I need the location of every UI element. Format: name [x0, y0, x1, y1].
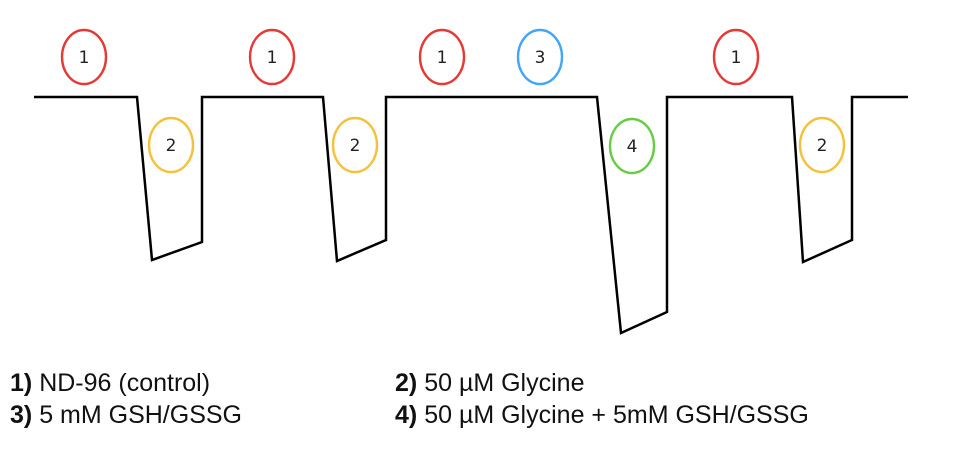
marker-label: 1 [437, 48, 448, 68]
legend-item-1: 1) ND-96 (control) [10, 368, 210, 398]
marker-label: 2 [350, 136, 361, 156]
legend-item-4: 4) 50 µM Glycine + 5mM GSH/GSSG [395, 400, 809, 430]
legend-key: 4) [395, 401, 418, 429]
legend-text: 50 µM Glycine + 5mM GSH/GSSG [424, 401, 809, 429]
marker-4: 4 [608, 117, 656, 175]
legend-text: 50 µM Glycine [424, 369, 585, 397]
marker-label: 3 [535, 48, 546, 68]
marker-1-third: 1 [418, 28, 466, 86]
legend-key: 1) [10, 369, 33, 397]
marker-1-second: 1 [248, 28, 296, 86]
marker-2-third: 2 [798, 116, 846, 174]
marker-label: 1 [79, 48, 90, 68]
marker-3: 3 [516, 28, 564, 86]
legend-text: 5 mM GSH/GSSG [39, 401, 242, 429]
marker-label: 1 [731, 48, 742, 68]
legend-key: 2) [395, 369, 418, 397]
legend-text: ND-96 (control) [39, 369, 211, 397]
legend: 1) ND-96 (control) 2) 50 µM Glycine 3) 5… [0, 362, 959, 450]
legend-item-3: 3) 5 mM GSH/GSSG [10, 400, 242, 430]
current-trace [34, 95, 908, 335]
marker-label: 2 [817, 136, 828, 156]
marker-1-fourth: 1 [712, 28, 760, 86]
marker-label: 4 [627, 137, 638, 157]
marker-2-first: 2 [147, 116, 195, 174]
legend-item-2: 2) 50 µM Glycine [395, 368, 584, 398]
marker-2-second: 2 [331, 116, 379, 174]
legend-key: 3) [10, 401, 33, 429]
marker-label: 2 [166, 136, 177, 156]
marker-1-first: 1 [60, 28, 108, 86]
current-trace-diagram: 1 2 1 2 1 3 4 1 2 [34, 28, 908, 335]
marker-label: 1 [267, 48, 278, 68]
